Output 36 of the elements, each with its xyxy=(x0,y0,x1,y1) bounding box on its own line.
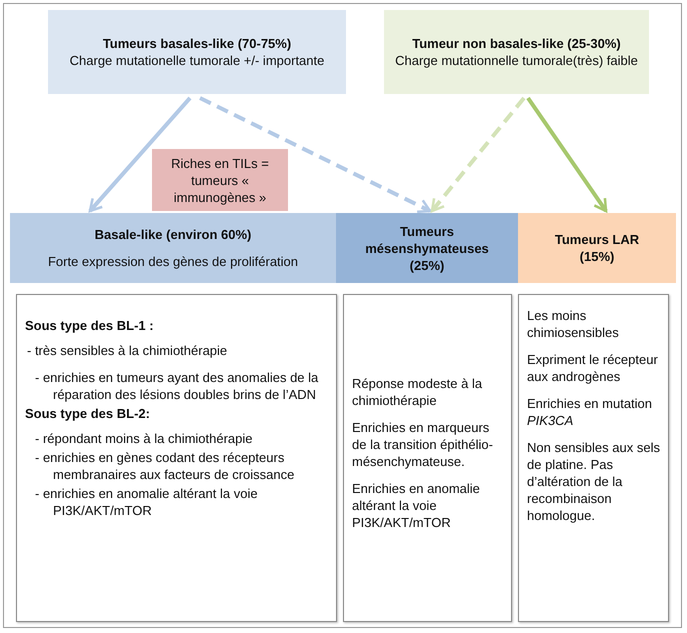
list-item: - enrichies en gènes codant des récepteurs membranaires aux facteurs de croissance xyxy=(34,449,296,483)
arrow xyxy=(526,96,608,212)
category-box xyxy=(518,213,676,283)
category-box xyxy=(10,213,336,283)
body-text: Enrichies en mutation PIK3CA xyxy=(527,395,654,429)
arrow xyxy=(199,96,432,214)
heading-text: Tumeurs LAR (15%) xyxy=(554,231,640,265)
body-text: Forte expression des gènes de prolifération xyxy=(48,253,298,270)
heading-text: Tumeurs mésenshymateuses (25%) xyxy=(364,222,490,274)
category-box xyxy=(152,149,288,211)
description-card xyxy=(16,294,337,622)
list-item: - répondant moins à la chimiothérapie xyxy=(34,430,254,447)
list-item: - enrichies en tumeurs ayant des anomalies de la réparation des lésions doubles brins de l’ADN xyxy=(34,369,320,403)
body-text: Enrichies en anomalie altérant la voie PI3K/AKT/mTOR xyxy=(352,480,481,531)
heading-text: Tumeurs basales-like (70-75%) xyxy=(102,35,292,52)
description-card xyxy=(518,294,669,622)
description-card xyxy=(343,294,512,622)
body-text: Les moins chimiosensibles xyxy=(527,307,620,341)
body-text: Charge mutationnelle tumorale(très) faible xyxy=(395,52,638,69)
body-text: Charge mutationelle tumorale +/- importante xyxy=(70,52,324,69)
category-box xyxy=(336,213,518,283)
body-text: Non sensibles aux sels de platine. Pas d’altération de la recombinaison homologue. xyxy=(527,439,660,524)
heading-text: Sous type des BL-1 : xyxy=(25,317,155,334)
heading-text: Basale-like (environ 60%) xyxy=(94,226,252,243)
list-item: - enrichies en anomalie altérant la voie PI3K/AKT/mTOR xyxy=(34,485,259,519)
arrow xyxy=(430,96,526,212)
category-box xyxy=(384,10,649,94)
list-item: - très sensibles à la chimiothérapie xyxy=(27,342,228,359)
category-box xyxy=(48,10,346,94)
body-text: Réponse modeste à la chimiothérapie xyxy=(352,375,484,409)
body-text: Riches en TILs = tumeurs « immunogènes » xyxy=(170,154,270,206)
body-text: Expriment le récepteur aux androgènes xyxy=(527,351,659,385)
body-text: Enrichies en marqueurs de la transition épithélio-mésenchymateuse. xyxy=(352,419,494,470)
heading-text: Sous type des BL-2: xyxy=(25,405,151,422)
arrow xyxy=(88,96,192,212)
heading-text: Tumeur non basales-like (25-30%) xyxy=(412,35,621,52)
